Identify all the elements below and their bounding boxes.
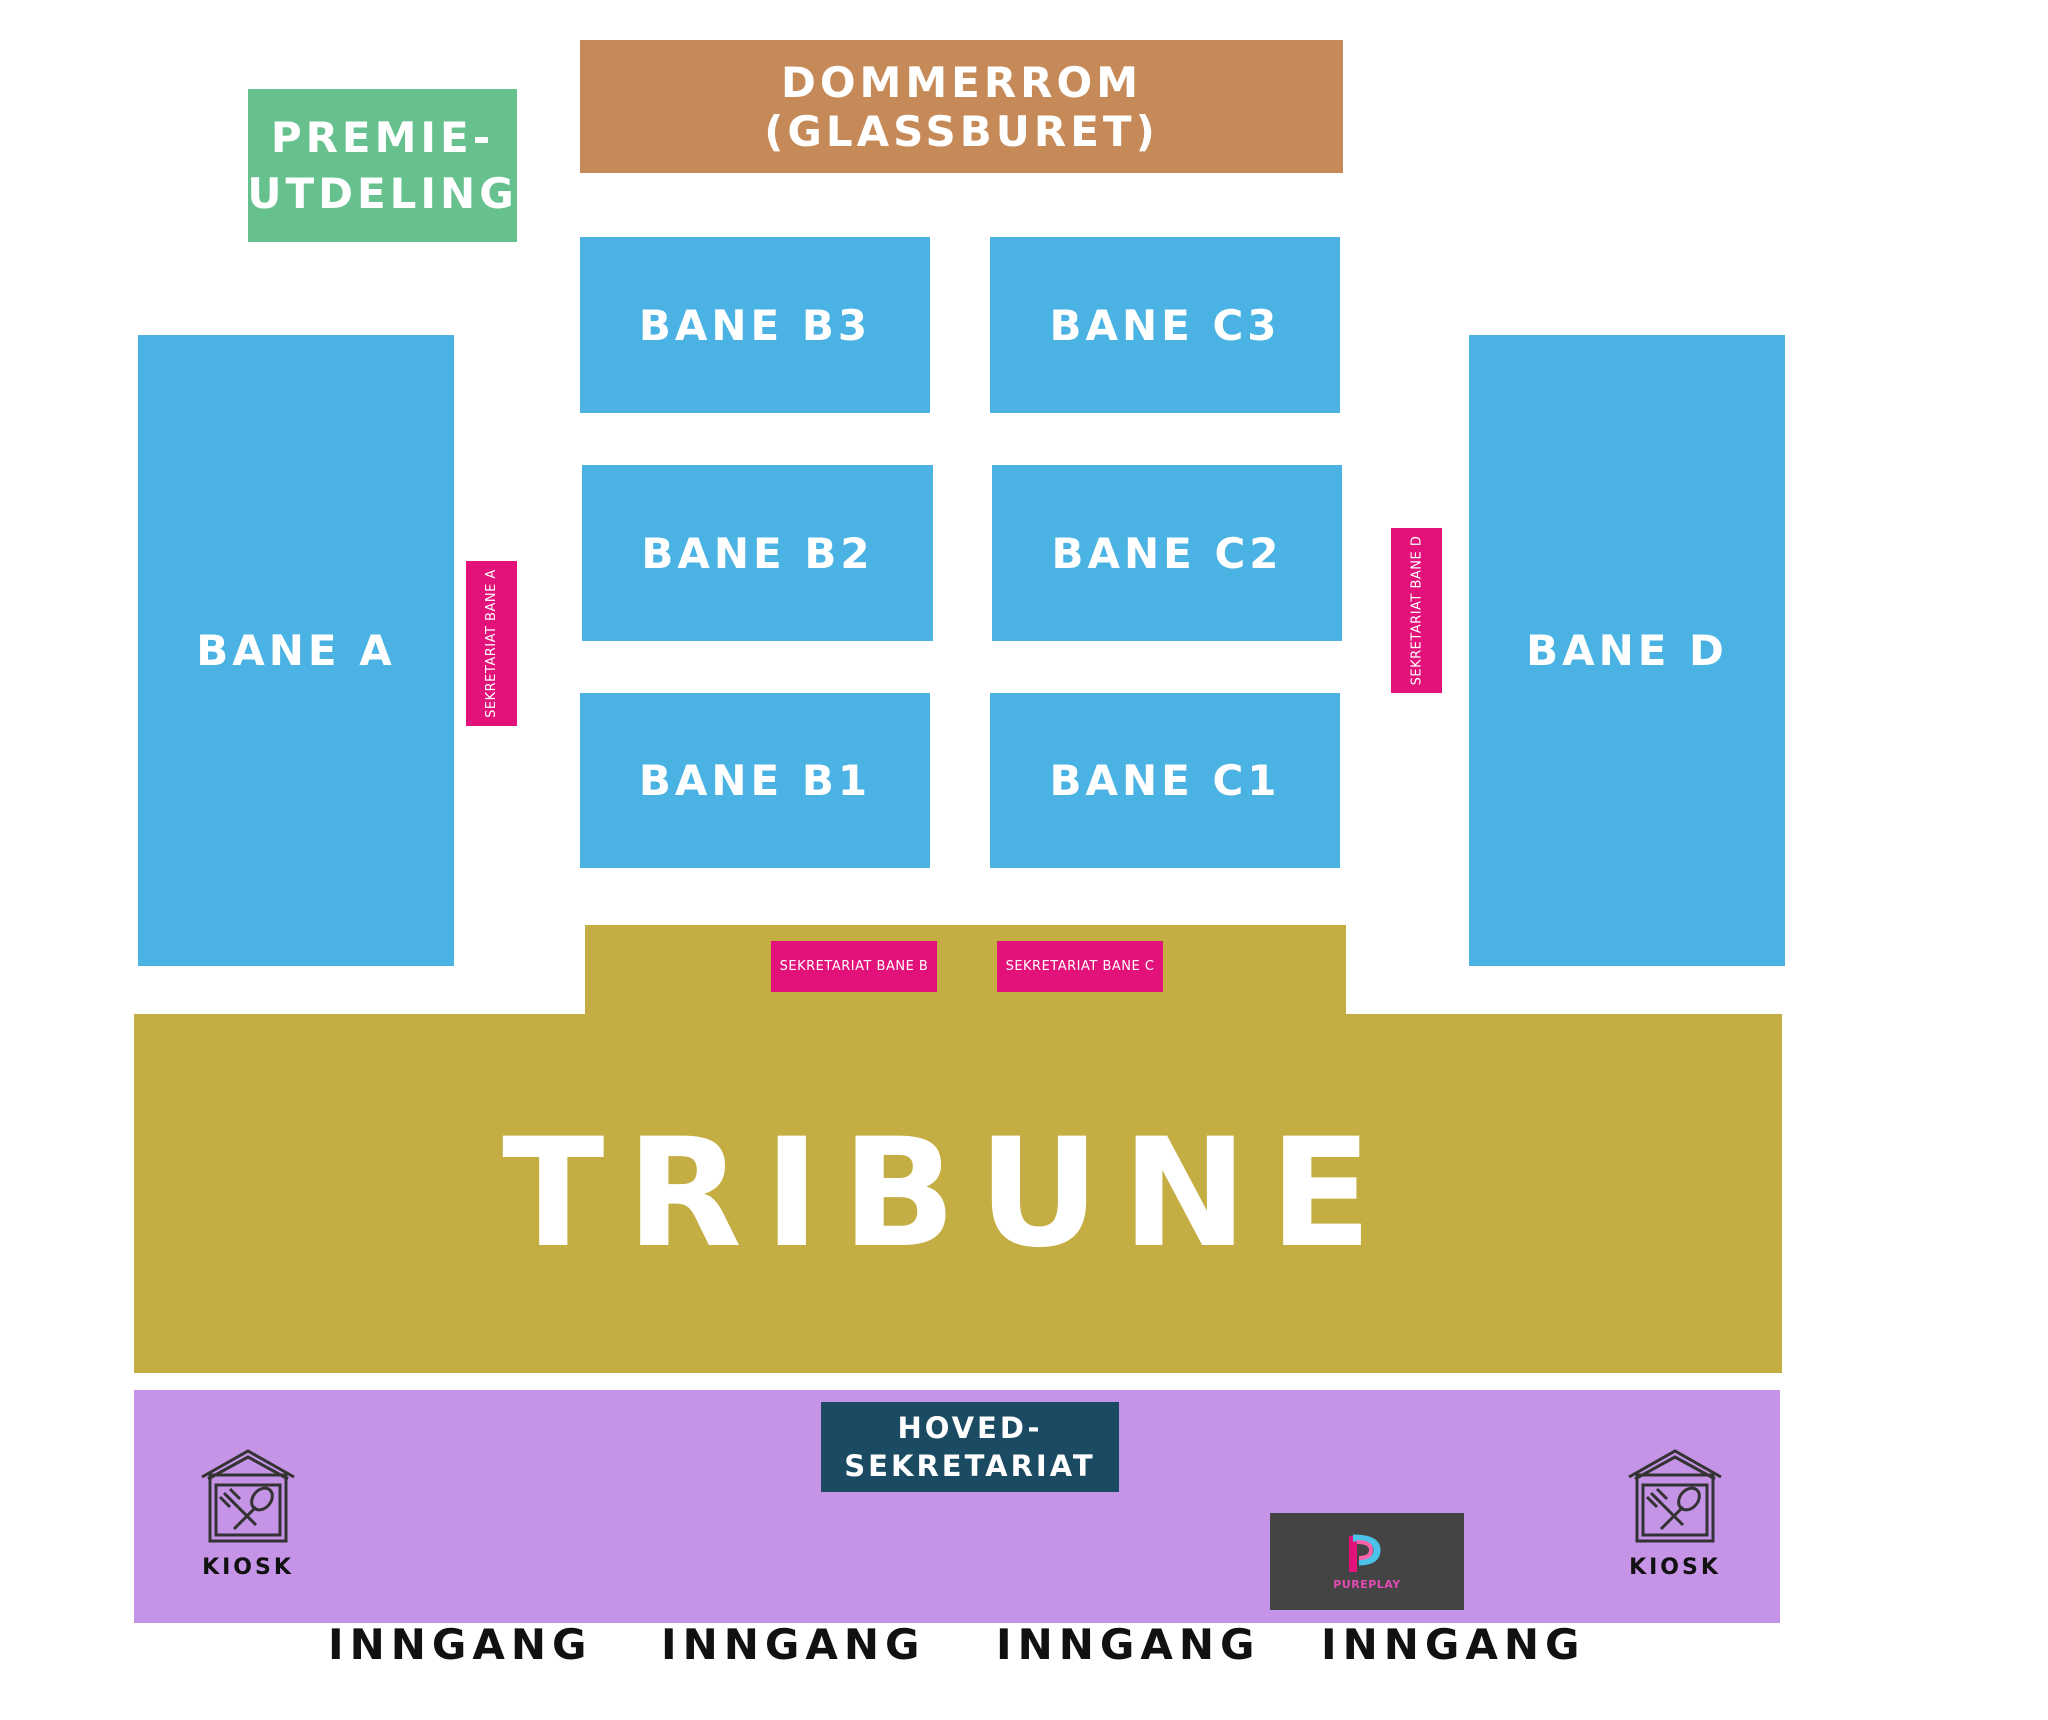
- court-bane-b3: BANE B3: [580, 237, 930, 413]
- sekretariat-bane-a: SEKRETARIAT BANE A: [466, 561, 517, 726]
- court-label: BANE C2: [1051, 528, 1283, 578]
- dommerrom-zone: DOMMERROM (GLASSBURET): [580, 40, 1343, 173]
- court-bane-c3: BANE C3: [990, 237, 1340, 413]
- sekretariat-bane-c: SEKRETARIAT BANE C: [997, 941, 1163, 992]
- tribune-label: TRIBUNE: [502, 1106, 1394, 1281]
- court-label: BANE B2: [641, 528, 874, 578]
- sekretariat-bane-b: SEKRETARIAT BANE B: [771, 941, 937, 992]
- kiosk-label: KIOSK: [1629, 1555, 1721, 1580]
- sponsor-name: PUREPLAY: [1333, 1578, 1401, 1591]
- premie-label-line2: UTDELING: [247, 168, 518, 218]
- entrance-label: INNGANG: [661, 1620, 926, 1669]
- court-bane-c1: BANE C1: [990, 693, 1340, 868]
- kiosk-food-icon: [201, 1449, 295, 1543]
- court-label: BANE B3: [638, 300, 872, 350]
- court-bane-d: BANE D: [1469, 335, 1785, 966]
- dommerrom-label: DOMMERROM (GLASSBURET): [764, 57, 1159, 156]
- entrance-label: INNGANG: [996, 1620, 1261, 1669]
- kiosk-left: KIOSK: [193, 1445, 303, 1580]
- sekretariat-label: SEKRETARIAT BANE B: [779, 959, 929, 974]
- court-label: BANE B1: [638, 756, 872, 805]
- kiosk-food-icon: [1628, 1449, 1722, 1543]
- tribune-zone: TRIBUNE: [134, 1014, 1782, 1373]
- sekretariat-label: SEKRETARIAT BANE A: [484, 569, 500, 718]
- premieutdeling-zone: PREMIE- UTDELING: [247, 89, 518, 242]
- entrance-label: INNGANG: [1321, 1620, 1586, 1669]
- sponsor-banner: PUREPLAY: [1270, 1513, 1464, 1610]
- court-label: BANE D: [1526, 626, 1728, 675]
- court-label: BANE C1: [1049, 756, 1281, 805]
- court-bane-c2: BANE C2: [992, 465, 1342, 641]
- entrance-label: INNGANG: [328, 1620, 593, 1669]
- premie-label-line1: PREMIE-: [270, 112, 495, 162]
- sekretariat-bane-d: SEKRETARIAT BANE D: [1391, 528, 1442, 693]
- hovedsekretariat-zone: HOVED- SEKRETARIAT: [821, 1402, 1119, 1492]
- court-bane-b2: BANE B2: [582, 465, 933, 641]
- court-label: BANE A: [196, 626, 396, 675]
- court-label: BANE C3: [1049, 300, 1281, 350]
- hovedsekretariat-line2: SEKRETARIAT: [844, 1449, 1096, 1483]
- kiosk-label: KIOSK: [202, 1555, 294, 1580]
- pureplay-logo: [1349, 1534, 1381, 1572]
- tribune-upper: [585, 925, 1346, 1015]
- court-bane-a: BANE A: [138, 335, 454, 966]
- kiosk-right: KIOSK: [1620, 1445, 1730, 1580]
- sekretariat-label: SEKRETARIAT BANE C: [1005, 959, 1155, 974]
- court-bane-b1: BANE B1: [580, 693, 930, 868]
- hovedsekretariat-line1: HOVED-: [897, 1411, 1043, 1445]
- sekretariat-label: SEKRETARIAT BANE D: [1409, 535, 1424, 686]
